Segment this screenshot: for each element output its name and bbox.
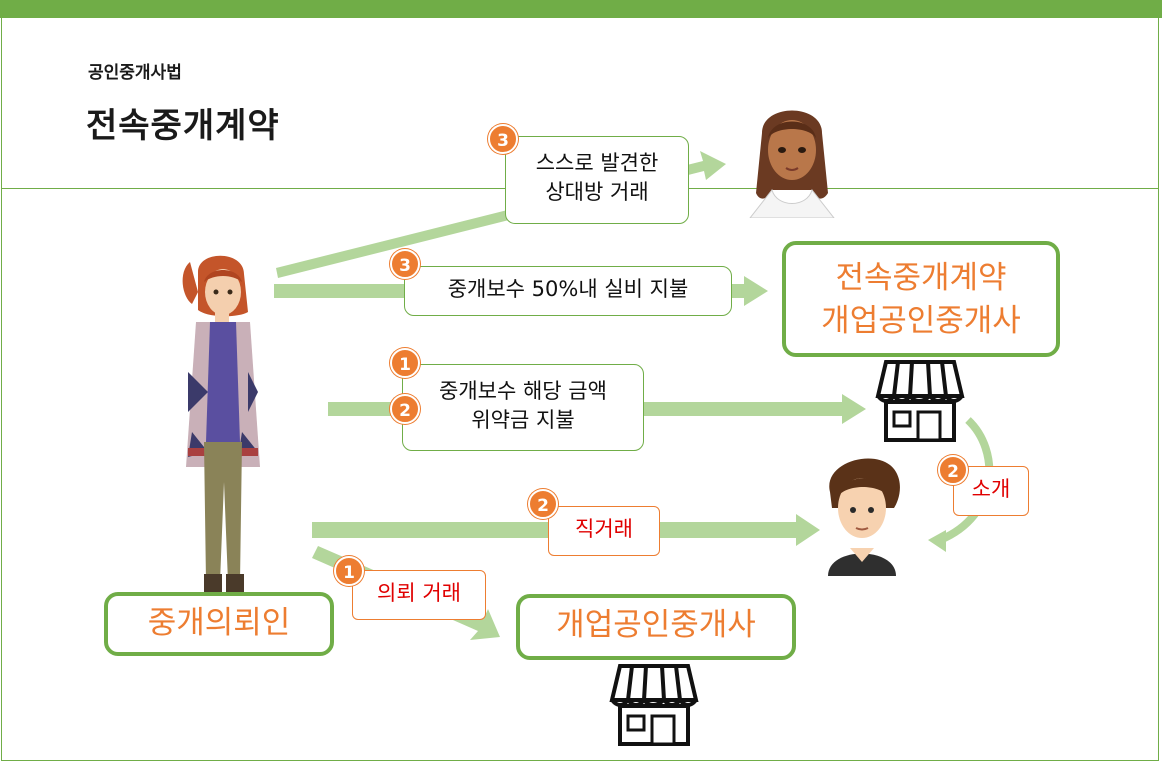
badge-fee-penalty-2: 2 bbox=[390, 394, 420, 424]
label-fee-penalty: 중개보수 해당 금액 위약금 지불 bbox=[402, 364, 644, 451]
label-request-deal: 의뢰 거래 bbox=[352, 570, 486, 620]
open-agent-box: 개업공인중개사 bbox=[516, 594, 796, 660]
label-fee-penalty-line2: 위약금 지불 bbox=[403, 406, 643, 435]
badge-self-found: 3 bbox=[488, 124, 518, 154]
label-self-found-deal: 스스로 발견한 상대방 거래 bbox=[505, 136, 689, 224]
third-party-person-icon bbox=[742, 98, 842, 218]
client-box-text: 중개의뢰인 bbox=[148, 605, 291, 641]
label-request-deal-text: 의뢰 거래 bbox=[377, 581, 461, 605]
label-introduce-text: 소개 bbox=[972, 477, 1011, 501]
badge-direct-deal: 2 bbox=[528, 489, 558, 519]
arrow-introduce-head bbox=[928, 530, 946, 552]
label-self-found-line2: 상대방 거래 bbox=[506, 178, 688, 207]
badge-introduce: 2 bbox=[938, 455, 968, 485]
client-box: 중개의뢰인 bbox=[104, 592, 334, 656]
label-fee-penalty-line1: 중개보수 해당 금액 bbox=[403, 377, 643, 406]
label-fee-half-text: 중개보수 50%내 실비 지불 bbox=[448, 277, 689, 301]
label-direct-deal-text: 직거래 bbox=[575, 517, 633, 541]
label-self-found-line1: 스스로 발견한 bbox=[506, 149, 688, 178]
open-agent-store-icon bbox=[606, 660, 702, 748]
badge-fee-penalty-1: 1 bbox=[390, 348, 420, 378]
badge-request-deal: 1 bbox=[334, 556, 364, 586]
buyer-man-icon bbox=[822, 452, 902, 576]
exclusive-agent-line1: 전속중개계약 bbox=[786, 257, 1056, 300]
exclusive-agent-box: 전속중개계약 개업공인중개사 bbox=[782, 241, 1060, 357]
open-agent-box-text: 개업공인중개사 bbox=[556, 607, 756, 643]
exclusive-agent-line2: 개업공인중개사 bbox=[786, 300, 1056, 343]
badge-fee-half: 3 bbox=[390, 249, 420, 279]
agent-store-icon bbox=[872, 356, 968, 444]
label-direct-deal: 직거래 bbox=[548, 506, 660, 556]
client-woman-icon bbox=[168, 252, 278, 597]
label-fee-half: 중개보수 50%내 실비 지불 bbox=[404, 266, 732, 316]
